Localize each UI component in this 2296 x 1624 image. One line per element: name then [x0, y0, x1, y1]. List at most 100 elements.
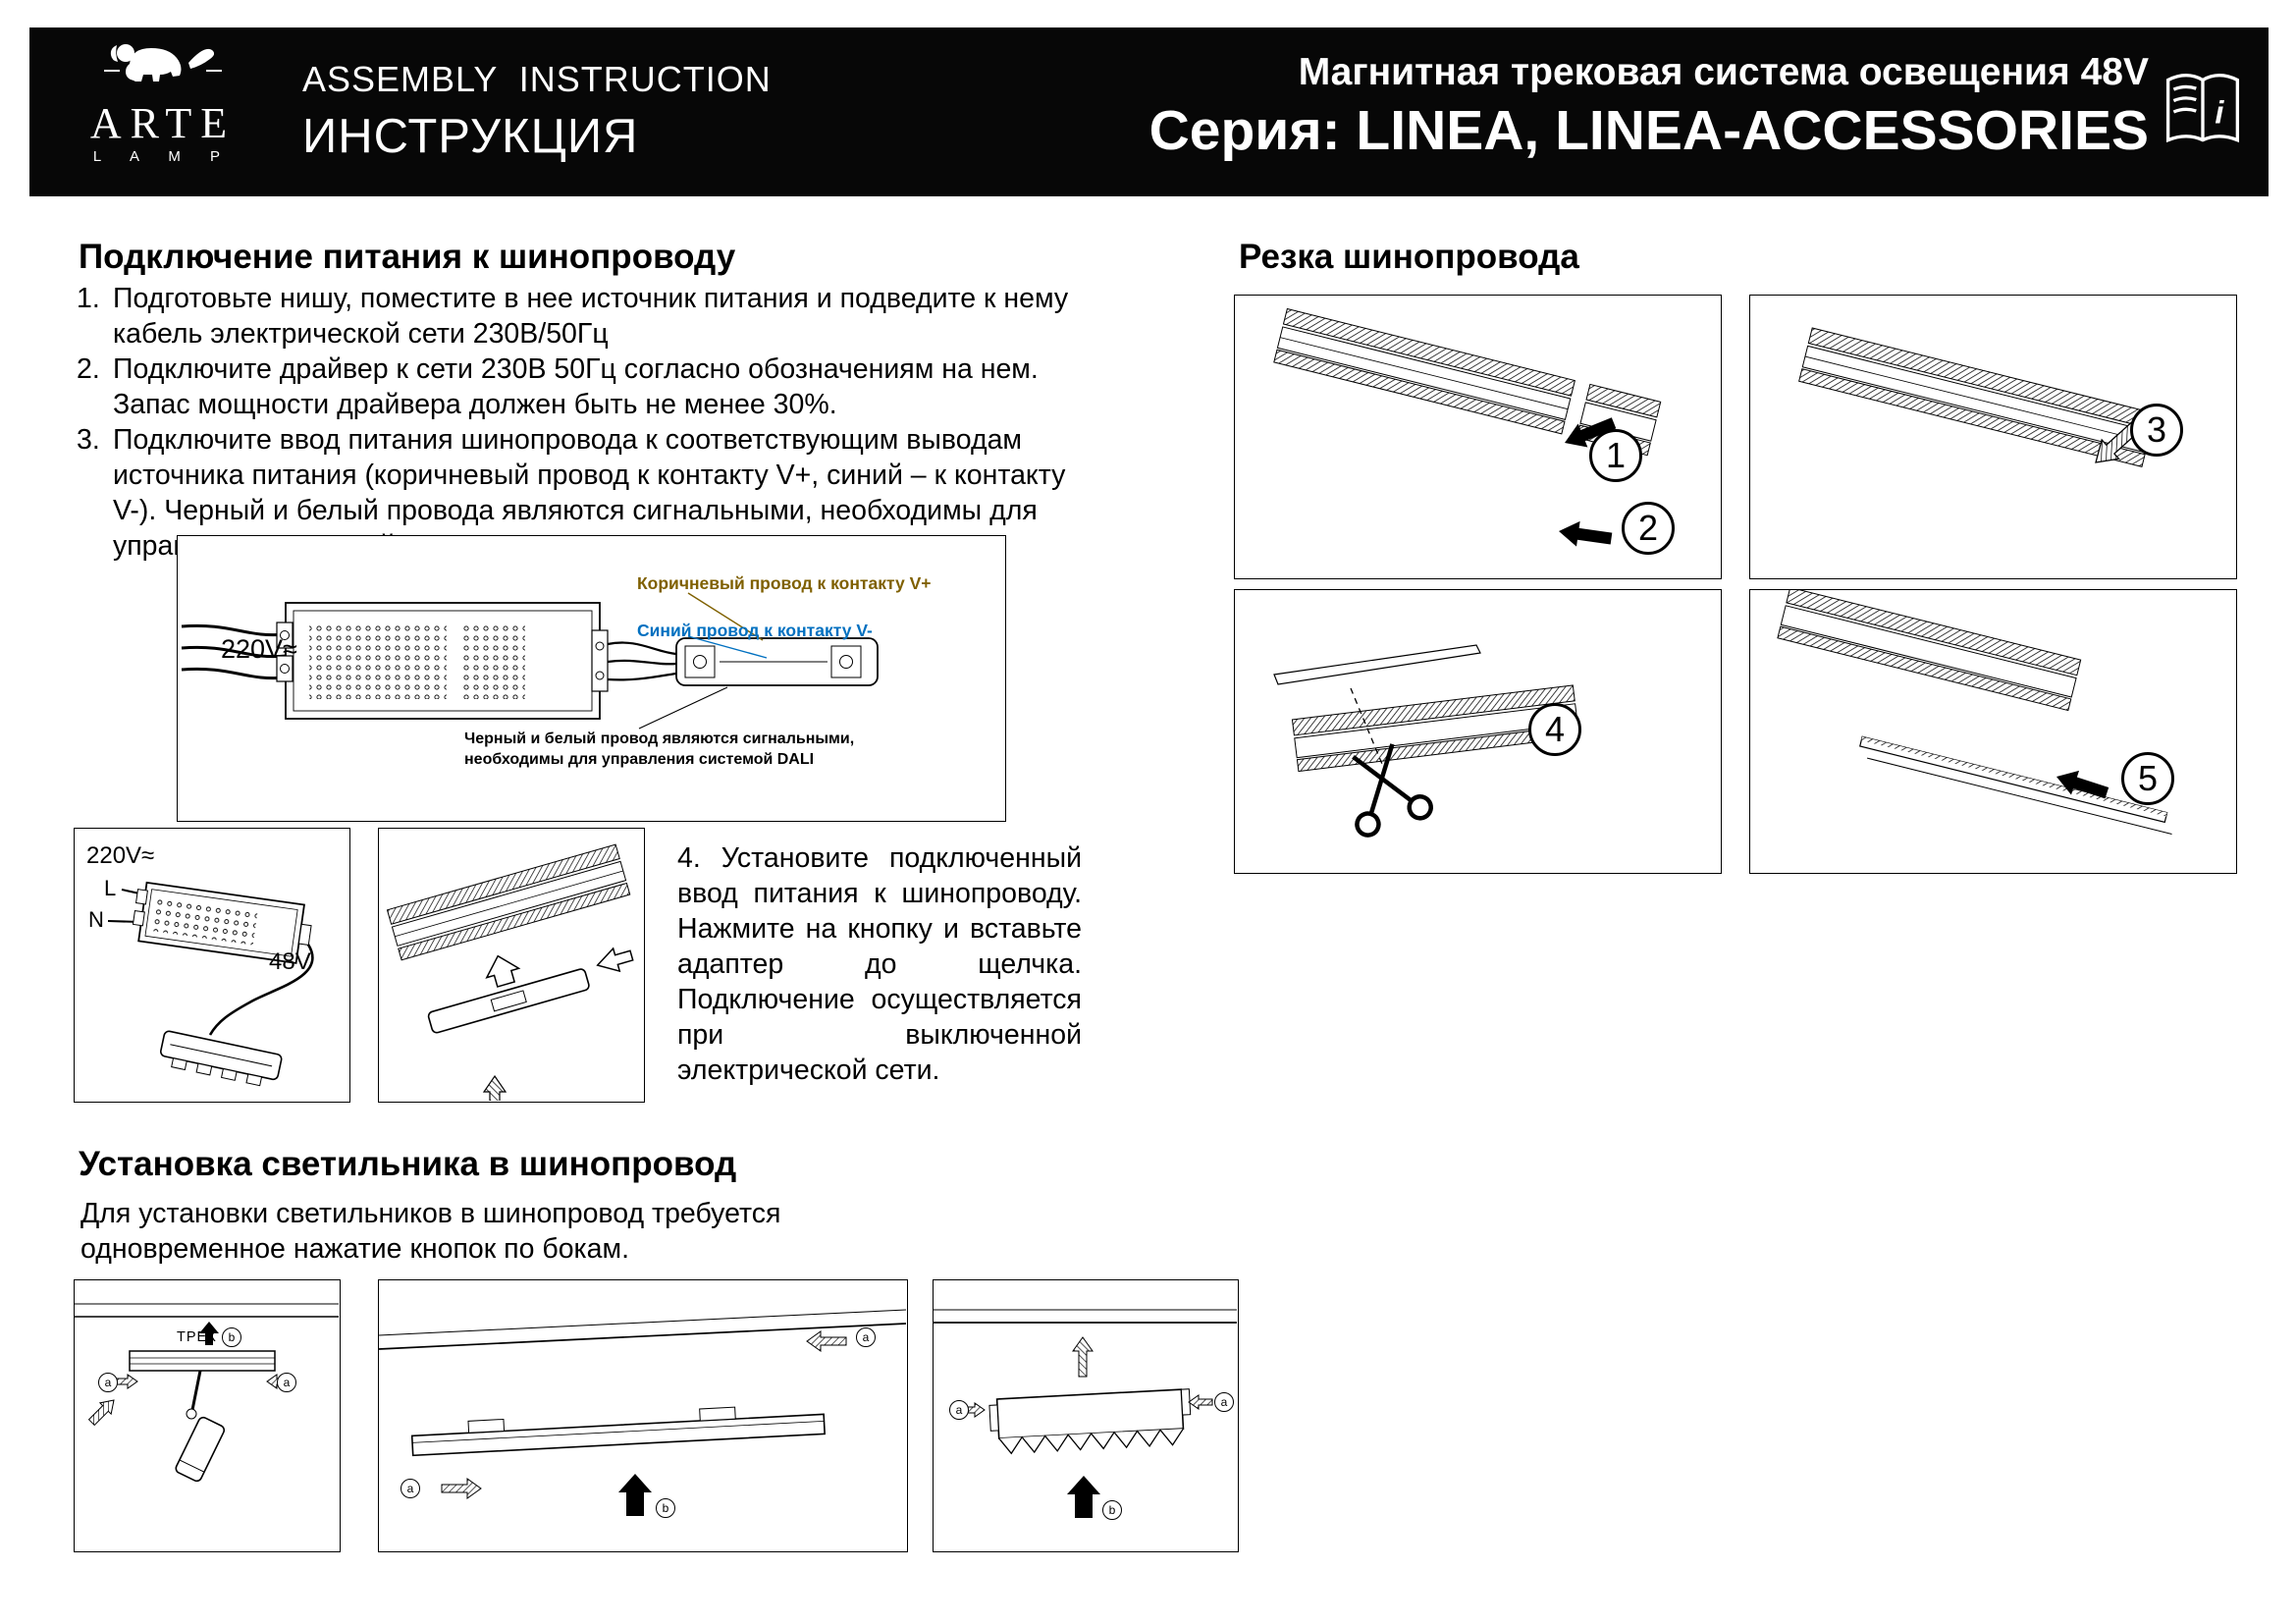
install-folder-frame: a a b — [933, 1279, 1239, 1552]
step-number-1: 1 — [1589, 429, 1642, 482]
connector-wires — [607, 641, 677, 681]
track — [1777, 590, 2082, 712]
output-48v-label: 48V — [269, 948, 311, 975]
install-linear-frame: a a b — [378, 1279, 908, 1552]
title-instruction-ru: ИНСТРУКЦИЯ — [302, 110, 639, 163]
cut-step-5-frame: 5 — [1749, 589, 2237, 874]
cut-diagram-1 — [1273, 307, 1662, 547]
arrow-b-up — [618, 1474, 652, 1516]
output-cable — [208, 944, 314, 1036]
arte-lamp-logo: ARTE L A M P — [67, 33, 259, 190]
scissors-icon — [1352, 743, 1433, 838]
step-4-text: 4. Установите подключенный ввод питания … — [677, 842, 1082, 1086]
step-number-4: 4 — [1528, 703, 1581, 756]
linear-luminaire — [410, 1406, 827, 1457]
marker-a: a — [400, 1479, 420, 1498]
cut-step-1-2-frame: 1 2 — [1234, 295, 1722, 579]
marker-a: a — [949, 1400, 969, 1420]
step-3: 3. Подключите ввод питания шинопровода к… — [77, 422, 1093, 564]
step-2-number: 2. — [77, 353, 100, 385]
up-arrow-outline — [485, 954, 521, 988]
push-arrow — [87, 1399, 115, 1427]
arrow-a-top — [806, 1330, 847, 1352]
push-arrow — [482, 1074, 507, 1101]
adapter-diagram — [386, 843, 634, 1101]
install-spot-frame: ТРЕК a a b — [74, 1279, 341, 1552]
bottom-strip — [1859, 735, 2172, 835]
install-section-heading: Установка светильника в шинопровод — [79, 1145, 737, 1183]
arrow-step-1 — [1565, 417, 1617, 448]
step-3-number: 3. — [77, 424, 100, 456]
product-title: Магнитная трековая система освещения 48V — [1298, 51, 2149, 93]
voltage-label: 220V≈ — [221, 634, 297, 664]
driver-diagram — [107, 881, 314, 1087]
cut-step-4-frame: 4 — [1234, 589, 1722, 874]
header-bar: ARTE L A M P ASSEMBLY INSTRUCTION ИНСТРУ… — [29, 27, 2269, 196]
install-spot-diagram — [75, 1303, 339, 1483]
title-assembly-instruction: ASSEMBLY INSTRUCTION — [302, 59, 772, 99]
spotlight — [175, 1370, 226, 1483]
cut-strip — [1273, 644, 1481, 685]
track — [1798, 327, 2157, 467]
wiring-diagram-frame: 220V≈ Коричневый провод к контакту V+ Си… — [177, 535, 1006, 822]
cut-diagram-4 — [1777, 590, 2172, 835]
logo-text-arte: ARTE — [89, 99, 237, 147]
info-letter: i — [2215, 94, 2224, 130]
header-titles-left: ASSEMBLY INSTRUCTION ИНСТРУКЦИЯ — [302, 59, 772, 164]
wiring-diagram — [181, 592, 879, 730]
blue-wire-label: Синий провод к контакту V- — [637, 621, 873, 640]
input-cables — [181, 623, 287, 680]
side-arrow-outline — [596, 947, 634, 973]
power-steps-list: 1. Подготовьте нишу, поместите в нее ист… — [77, 281, 1093, 564]
marker-a: a — [856, 1327, 876, 1347]
marker-b: b — [656, 1498, 675, 1518]
marker-a: a — [1214, 1392, 1234, 1412]
signal-label-line1: Черный и белый провод являются сигнальны… — [464, 731, 855, 747]
header-titles-right: Магнитная трековая система освещения 48V… — [1149, 51, 2149, 163]
step-2-line1: Подключите драйвер к сети 230В 50Гц согл… — [113, 353, 1039, 385]
arrow-a-right — [1188, 1394, 1213, 1410]
marker-b: b — [222, 1327, 241, 1347]
folder-luminaire — [988, 1388, 1192, 1455]
install-text-line2: одновременное нажатие кнопок по бокам. — [80, 1233, 630, 1265]
cut-diagram-3 — [1273, 644, 1580, 838]
marker-a: a — [98, 1373, 118, 1392]
manual-info-icon: i — [2165, 74, 2240, 143]
signal-wires-label: Черный и белый провод являются сигнальны… — [464, 729, 854, 770]
power-input-connector — [675, 637, 879, 686]
step-3-text: Подключите ввод питания шинопровода к со… — [113, 424, 1066, 562]
cut-diagram-2 — [1798, 327, 2157, 467]
step-2-text: Подключите драйвер к сети 230В 50Гц согл… — [113, 352, 1093, 422]
arrow-step-2 — [1559, 520, 1613, 547]
step-1-number: 1. — [77, 283, 100, 314]
logo-text-lamp: L A M P — [92, 148, 234, 165]
step-2-line2: Запас мощности драйвера должен быть не м… — [113, 389, 837, 420]
arrow-top — [1072, 1336, 1094, 1378]
power-section-heading: Подключение питания к шинопроводу — [79, 238, 736, 276]
track-segment — [129, 1350, 276, 1372]
step-1: 1. Подготовьте нишу, поместите в нее ист… — [77, 281, 1093, 352]
install-section-text: Для установки светильников в шинопровод … — [80, 1196, 780, 1267]
series-title: Серия: LINEA, LINEA-ACCESSORIES — [1148, 99, 2149, 162]
louvers — [998, 1428, 1184, 1455]
track-profile — [386, 843, 631, 961]
insert-arrow-step-5 — [2056, 770, 2109, 799]
arrow-b-up — [1067, 1476, 1100, 1518]
line-l-label: L — [104, 876, 117, 900]
cut-step-3-frame: 3 — [1749, 295, 2237, 579]
brown-wire-label: Коричневый провод к контакту V+ — [637, 573, 932, 593]
marker-b: b — [1102, 1500, 1122, 1520]
install-text-line1: Для установки светильников в шинопровод … — [80, 1198, 781, 1229]
track — [1273, 307, 1662, 457]
step-2: 2. Подключите драйвер к сети 230В 50Гц с… — [77, 352, 1093, 422]
driver-body — [276, 602, 609, 720]
cut-line — [1350, 687, 1385, 770]
install-linear-diagram — [379, 1309, 906, 1516]
cutting-section-heading: Резка шинопровода — [1239, 238, 1579, 276]
step-number-2: 2 — [1622, 502, 1675, 555]
signal-label-line2: необходимы для управления системой DALI — [464, 751, 815, 768]
leader-lines — [638, 592, 768, 730]
install-folder-diagram — [934, 1309, 1237, 1518]
driver-diagram-frame: 220V≈ L N 48V — [74, 828, 350, 1103]
